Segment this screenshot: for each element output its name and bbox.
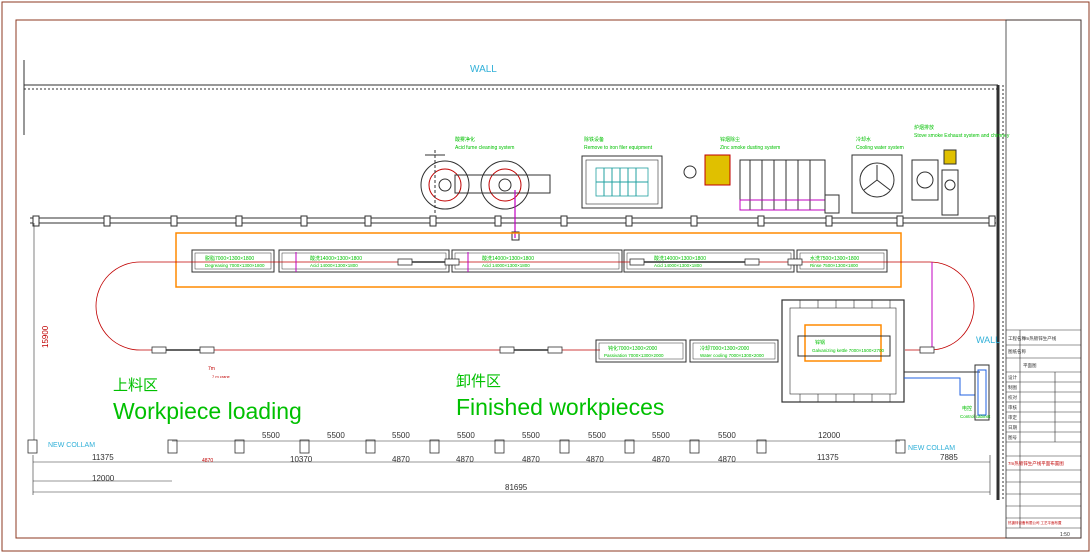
tank-2-cn: 酸洗14000×1300×1800 bbox=[310, 255, 362, 262]
tb-row-2: 7m热镀锌生产线 bbox=[1023, 335, 1057, 342]
dims-mid: 11375 4870 10370 4870 4870 4870 4870 487… bbox=[92, 453, 958, 464]
furnace-cn: 锌锅 bbox=[815, 339, 825, 346]
acid-fume-cn: 酸雾净化 bbox=[455, 136, 475, 143]
acid-fume-en: Acid fume cleaning system bbox=[455, 145, 514, 151]
dim-top-8: 5500 bbox=[718, 431, 736, 440]
vertical-dimension: 15900 bbox=[33, 223, 50, 440]
dim-top-7: 5500 bbox=[652, 431, 670, 440]
dimension-lines bbox=[32, 440, 991, 495]
dim-top-6: 5500 bbox=[588, 431, 606, 440]
dim-mid-8: 4870 bbox=[652, 455, 670, 464]
dim-mid-4: 4870 bbox=[392, 455, 410, 464]
dim-mid-11: 7885 bbox=[940, 453, 958, 462]
dim-mid-3: 10370 bbox=[290, 455, 313, 464]
stove-en: Stove smoke Exhaust system and chimney bbox=[914, 133, 1010, 139]
dims-top: 5500 5500 5500 5500 5500 5500 5500 5500 … bbox=[262, 431, 841, 440]
dim-mid-5: 4870 bbox=[456, 455, 474, 464]
dim-top-5: 5500 bbox=[522, 431, 540, 440]
cooling-water-en: Cooling water system bbox=[856, 145, 904, 151]
tb-row-8: 审核 bbox=[1008, 404, 1017, 411]
wall-right-label: WALL bbox=[976, 335, 1000, 345]
bottom-tank-2-en: Water cooling 7000×1300×2000 bbox=[700, 353, 764, 358]
bottom-tank-2-cn: 冷却7000×1300×2000 bbox=[700, 345, 749, 352]
conveyor-loop bbox=[95, 261, 975, 351]
dim-mid-2: 4870 bbox=[202, 458, 213, 464]
dim-mid-6: 4870 bbox=[522, 455, 540, 464]
furnace-en: Galvanizing kettle 7000×1500×2700 bbox=[812, 348, 885, 353]
tb-drawing-title: 7m热镀锌生产线平面布置图 bbox=[1008, 460, 1064, 467]
tank-row: 脱脂7000×1300×1800 Degreasing 7000×1300×18… bbox=[180, 249, 890, 273]
galvanizing-furnace: 锌锅 Galvanizing kettle 7000×1500×2700 bbox=[781, 299, 980, 403]
remove-iron-equipment: 除铁设备 Remove to iron filer equipment bbox=[581, 136, 663, 209]
dim-top-1: 5500 bbox=[262, 431, 280, 440]
title-block bbox=[1005, 19, 1082, 539]
dim-top-3: 5500 bbox=[392, 431, 410, 440]
finished-area-cn: 卸件区 bbox=[456, 373, 501, 390]
rail-columns bbox=[32, 215, 996, 227]
process-line-boundary bbox=[175, 232, 902, 288]
tb-row-3: 图纸名称 bbox=[1008, 348, 1026, 355]
dim-mid-1: 11375 bbox=[92, 453, 114, 462]
acid-fume-system: 酸雾净化 Acid fume cleaning system bbox=[420, 136, 551, 241]
tb-row-6: 制图 bbox=[1008, 384, 1017, 391]
cooling-water-cn: 冷却水 bbox=[856, 136, 871, 143]
zinc-smoke-system: 锌烟除尘 Zinc smoke dusting system bbox=[683, 136, 840, 214]
zinc-smoke-cn: 锌烟除尘 bbox=[720, 136, 740, 143]
finished-area-en: Finished workpieces bbox=[456, 394, 664, 420]
tb-scale: 1:50 bbox=[1060, 532, 1070, 538]
loading-area-cn: 上料区 bbox=[113, 377, 158, 394]
bottom-tank-1-cn: 钝化7000×1300×2000 bbox=[608, 345, 657, 352]
new-collam-right: NEW COLLAM bbox=[908, 445, 955, 452]
dim-mid-10: 11375 bbox=[817, 453, 839, 462]
column-rail bbox=[30, 215, 996, 227]
dim-12000: 12000 bbox=[92, 474, 115, 483]
tank-3-en: Acid 14000×1300×1800 bbox=[482, 263, 530, 268]
control-cn: 电控 bbox=[962, 405, 972, 412]
cooling-water-system: 冷却水 Cooling water system bbox=[851, 136, 904, 214]
tb-row-7: 校对 bbox=[1008, 394, 1017, 401]
tank-1-cn: 脱脂7000×1300×1800 bbox=[205, 255, 254, 262]
crane-note: 7m bbox=[208, 366, 215, 372]
dim-top-2: 5500 bbox=[327, 431, 345, 440]
bottom-columns bbox=[27, 439, 906, 454]
tb-row-4: 平面图 bbox=[1023, 363, 1037, 369]
stove-cn: 炉烟排放 bbox=[914, 124, 934, 131]
dim-mid-9: 4870 bbox=[718, 455, 736, 464]
tank-4-cn: 酸洗14000×1300×1800 bbox=[654, 255, 706, 262]
vertical-dim-text: 15900 bbox=[41, 325, 50, 348]
dim-mid-7: 4870 bbox=[586, 455, 604, 464]
dim-top-9: 12000 bbox=[818, 431, 841, 440]
tb-row-5: 设计 bbox=[1008, 374, 1017, 381]
control-cabinet: 电控 Control cabinet bbox=[960, 364, 991, 421]
loading-area-en: Workpiece loading bbox=[113, 398, 302, 424]
dim-total: 81695 bbox=[505, 483, 528, 492]
crane-note-en: 7 m crane bbox=[212, 374, 231, 379]
tb-row-1: 工程名称 bbox=[1008, 335, 1026, 342]
zinc-smoke-en: Zinc smoke dusting system bbox=[720, 145, 780, 151]
tank-5-en: Rinse 7500×1300×1800 bbox=[810, 263, 859, 268]
bottom-tank-1-en: Passivation 7000×1300×2000 bbox=[604, 353, 664, 358]
control-en: Control cabinet bbox=[960, 414, 991, 419]
tb-footer: 热镀锌设备有限公司 工艺平面布置 bbox=[1008, 520, 1062, 525]
tb-row-11: 图号 bbox=[1008, 435, 1017, 441]
dim-top-4: 5500 bbox=[457, 431, 475, 440]
top-wall bbox=[23, 60, 1004, 500]
title-block-text: 工程名称 7m热镀锌生产线 图纸名称 平面图 设计 制图 校对 审核 审定 日期… bbox=[1008, 335, 1070, 538]
remove-iron-cn: 除铁设备 bbox=[584, 136, 604, 143]
tb-row-10: 日期 bbox=[1008, 425, 1017, 431]
tank-3-cn: 酸洗14000×1300×1800 bbox=[482, 255, 534, 262]
tank-2-en: Acid 14000×1300×1800 bbox=[310, 263, 358, 268]
new-collam-left: NEW COLLAM bbox=[48, 442, 95, 449]
tank-5-cn: 水洗7500×1300×1800 bbox=[810, 255, 859, 262]
tb-row-9: 审定 bbox=[1008, 414, 1017, 421]
remove-iron-en: Remove to iron filer equipment bbox=[584, 145, 653, 151]
bottom-tanks: 钝化7000×1300×2000 Passivation 7000×1300×2… bbox=[595, 339, 779, 363]
tank-4-en: Acid 14000×1300×1800 bbox=[654, 263, 702, 268]
tank-1-en: Degreasing 7000×1300×1800 bbox=[205, 263, 265, 268]
stove-system: 炉烟排放 Stove smoke Exhaust system and chim… bbox=[911, 124, 1010, 216]
wall-top-label: WALL bbox=[470, 64, 497, 75]
